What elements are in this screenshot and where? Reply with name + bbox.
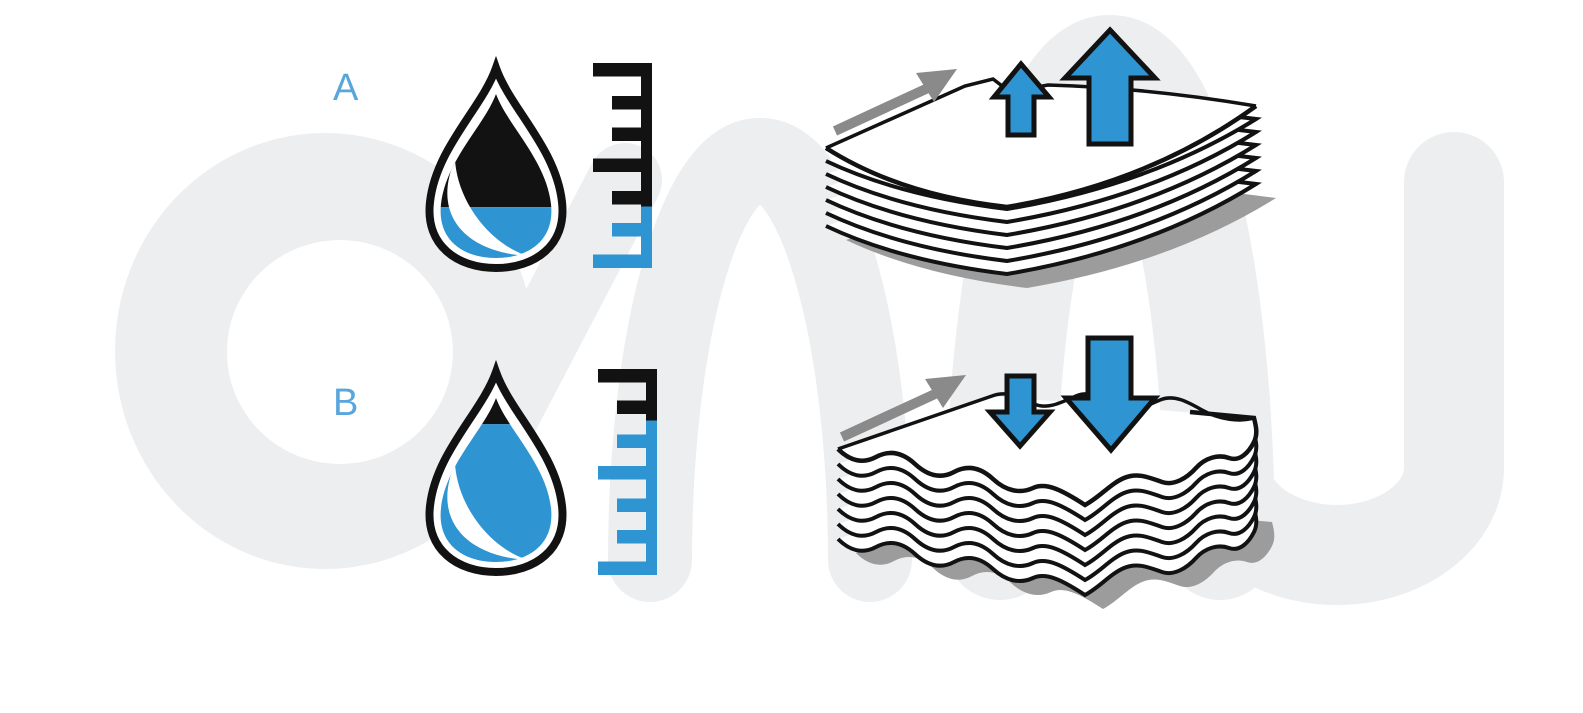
scale-tick-long <box>593 158 652 172</box>
scale-stem-lower <box>641 206 652 268</box>
water-drop-icon-a <box>425 55 567 273</box>
scale-tick-long <box>593 63 652 77</box>
level-scale-icon-a <box>593 63 652 268</box>
large-down-arrow <box>1060 335 1161 454</box>
moisture-up-arrows-icon <box>988 26 1161 147</box>
scenario-b: B <box>333 335 1275 609</box>
scale-tick-medium <box>617 400 657 414</box>
large-up-arrow <box>1059 26 1161 147</box>
watermark-o-ring <box>115 133 536 569</box>
scale-tick-medium <box>612 127 652 141</box>
scale-stem-lower <box>646 420 657 575</box>
small-up-arrow <box>988 60 1055 138</box>
label-a: A <box>333 67 359 109</box>
direction-arrow-shaft <box>832 83 931 136</box>
small-down-arrow <box>984 373 1056 450</box>
scale-tick-long <box>593 254 652 268</box>
direction-arrow-head <box>916 69 957 102</box>
flat-paper-stack-icon <box>824 26 1276 288</box>
scale-tick-medium <box>612 223 652 237</box>
feed-direction-arrow-icon-a <box>832 69 957 136</box>
direction-arrow-shaft <box>839 389 938 442</box>
scale-stem-upper <box>646 369 657 421</box>
scale-tick-long <box>598 561 657 575</box>
scale-tick-long <box>598 466 657 480</box>
scale-tick-medium <box>617 434 657 448</box>
scale-tick-medium <box>612 191 652 205</box>
scale-tick-medium <box>612 96 652 110</box>
watermark-arch-small <box>608 118 912 602</box>
paper-top-sheet <box>826 79 1256 207</box>
scale-tick-long <box>598 369 657 383</box>
feed-direction-arrow-icon-b <box>839 375 966 442</box>
label-b: B <box>333 382 358 424</box>
moisture-down-arrows-icon <box>984 335 1161 454</box>
droplet-b-highlight <box>447 464 528 560</box>
scale-tick-medium <box>617 530 657 544</box>
paper-top-sheet-front-edge <box>824 104 1258 210</box>
direction-arrow-head <box>925 375 966 408</box>
water-drop-icon-b <box>425 359 567 577</box>
level-scale-icon-b <box>598 369 657 575</box>
wavy-paper-stack-icon <box>838 335 1275 609</box>
scale-tick-medium <box>617 498 657 512</box>
droplet-a-highlight <box>447 160 528 256</box>
